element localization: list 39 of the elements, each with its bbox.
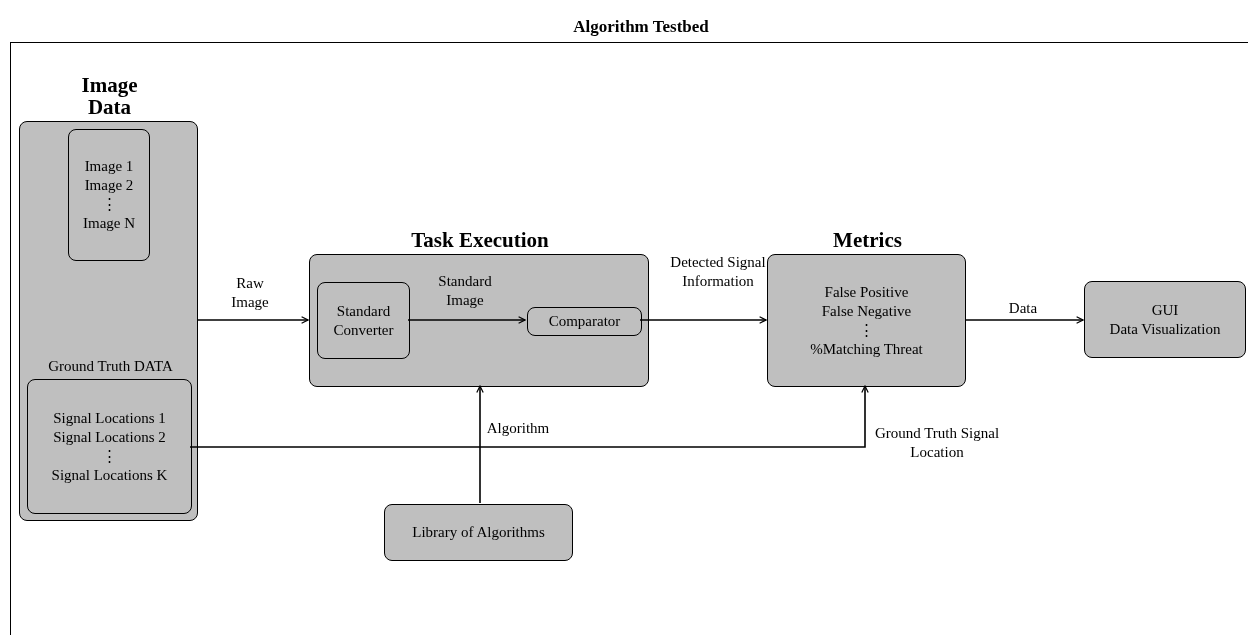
process-box [384, 504, 573, 561]
node-text: False Positive [824, 282, 909, 302]
arrow [964, 316, 1084, 324]
edge-label: Standard Image [437, 272, 493, 310]
process-box [317, 282, 410, 359]
arrow [407, 316, 526, 324]
node-text: Image 1 [84, 157, 134, 176]
arrow [196, 316, 309, 324]
edge-label: Data [1007, 299, 1039, 318]
node-text: False Negative [821, 301, 912, 321]
node-heading: Metrics [832, 227, 903, 251]
node-text: ⋮ [102, 446, 117, 466]
node-text: Signal Locations 2 [53, 427, 166, 447]
node-text: Image N [82, 214, 136, 233]
node-heading: Task Execution [410, 227, 550, 251]
node-text: Image 2 [84, 176, 134, 195]
node-text: ⋮ [101, 195, 117, 214]
node-heading: Image Data [80, 72, 139, 118]
arrow [189, 385, 869, 448]
node-heading: Algorithm Testbed [572, 15, 710, 38]
node-text: Comparator [548, 312, 621, 331]
node-text: Library of Algorithms [412, 523, 545, 542]
edge-label: Raw Image [230, 274, 270, 312]
edge-label: Detected Signal Information [670, 253, 766, 291]
arrow [639, 316, 767, 324]
node-heading: Ground Truth DATA [47, 357, 174, 376]
arrow [476, 385, 484, 504]
node-text: Signal Locations K [51, 465, 168, 485]
node-text: %Matching Threat [810, 339, 923, 359]
node-text: GUI [1151, 300, 1179, 320]
node-text: Standard Converter [332, 301, 395, 340]
node-text: ⋮ [859, 320, 874, 340]
edge-label: Algorithm [485, 419, 551, 438]
process-box [1084, 281, 1246, 358]
node-text: Data Visualization [1109, 319, 1221, 339]
edge-label: Ground Truth Signal Location [874, 424, 1000, 462]
node-text: Signal Locations 1 [53, 408, 166, 428]
process-box [68, 129, 150, 261]
process-box [527, 307, 642, 336]
